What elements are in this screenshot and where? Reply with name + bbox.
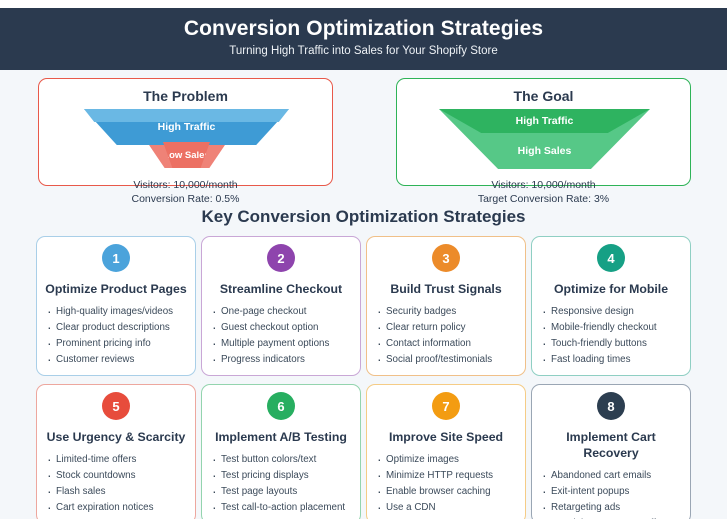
problem-funnel-cap [84,109,289,122]
strategy-bullet-item: Abandoned cart emails [540,467,682,484]
strategy-title: Optimize for Mobile [553,282,669,296]
strategy-bullet-item: Clear return policy [375,319,517,336]
goal-high-sales-label: High Sales [517,145,572,157]
strategy-bullet-item: Multiple payment options [210,335,352,352]
strategy-number-badge: 3 [432,244,460,272]
section-heading: Key Conversion Optimization Strategies [201,207,526,226]
goal-conversion-stat: Target Conversion Rate: 3% [477,193,610,205]
strategy-bullet-list: High-quality images/videosClear product … [45,303,187,368]
funnel-comparison: The Problem High Traffic Low Sales Visit… [0,78,727,208]
strategy-number-badge: 8 [597,392,625,420]
strategy-bullet-item: Test button colors/text [210,451,352,468]
goal-funnel-panel: The Goal High Traffic High Sales [396,78,691,186]
strategy-title: Optimize Product Pages [45,282,187,296]
strategy-bullet-item: Mobile-friendly checkout [540,319,682,336]
strategy-bullet-item: Prominent pricing info [45,335,187,352]
goal-funnel-graphic: High Traffic High Sales [397,107,690,175]
problem-panel-title: The Problem [143,88,228,104]
page-title: Conversion Optimization Strategies [183,17,544,40]
strategy-bullet-list: Test button colors/textTest pricing disp… [210,451,352,516]
header-banner: Conversion Optimization Strategies Turni… [0,8,727,70]
problem-funnel-stats: Visitors: 10,000/month Conversion Rate: … [38,178,333,206]
strategy-bullet-item: Use a CDN [375,499,517,516]
strategy-bullet-item: Optimize images [375,451,517,468]
strategy-bullet-item: Security badges [375,303,517,320]
strategy-bullet-item: Clear product descriptions [45,319,187,336]
strategy-bullet-item: Flash sales [45,483,187,500]
problem-conversion-stat: Conversion Rate: 0.5% [131,193,240,205]
strategy-bullet-item: Stock countdowns [45,467,187,484]
strategy-bullet-item: Test pricing displays [210,467,352,484]
problem-funnel-panel: The Problem High Traffic Low Sales [38,78,333,186]
strategy-bullet-item: Guest checkout option [210,319,352,336]
strategy-number-badge: 2 [267,244,295,272]
strategy-number-badge: 5 [102,392,130,420]
strategy-bullet-item: Cart expiration notices [45,499,187,516]
goal-panel-title: The Goal [513,88,574,104]
strategy-bullet-list: Security badgesClear return policyContac… [375,303,517,368]
strategy-title: Build Trust Signals [390,282,502,296]
strategy-bullet-list: Optimize imagesMinimize HTTP requestsEna… [375,451,517,516]
strategy-bullet-list: Responsive designMobile-friendly checkou… [540,303,682,368]
strategy-title: Use Urgency & Scarcity [46,430,186,444]
goal-high-traffic-label: High Traffic [515,115,574,127]
strategy-title: Implement Cart Recovery [566,430,656,460]
strategy-bullet-item: Retargeting ads [540,499,682,516]
strategy-number-badge: 4 [597,244,625,272]
goal-funnel-stats: Visitors: 10,000/month Target Conversion… [396,178,691,206]
strategy-bullet-list: Abandoned cart emailsExit-intent popupsR… [540,467,682,519]
strategy-bullet-item: Exit-intent popups [540,483,682,500]
strategy-bullet-item: Social proof/testimonials [375,351,517,368]
problem-funnel-graphic: High Traffic Low Sales [39,107,332,175]
strategy-bullet-item: Responsive design [540,303,682,320]
strategy-bullet-item: Limited-time offers [45,451,187,468]
strategy-bullet-item: High-quality images/videos [45,303,187,320]
strategy-bullet-list: One-page checkoutGuest checkout optionMu… [210,303,352,368]
strategy-bullet-item: Enable browser caching [375,483,517,500]
strategy-bullet-item: Progress indicators [210,351,352,368]
strategy-bullet-item: Test call-to-action placement [210,499,352,516]
strategy-number-badge: 1 [102,244,130,272]
strategy-bullet-list: Limited-time offersStock countdownsFlash… [45,451,187,516]
strategy-bullet-item: Touch-friendly buttons [540,335,682,352]
strategy-title: Implement A/B Testing [215,430,347,444]
strategy-title: Improve Site Speed [388,430,504,444]
goal-visitors-stat: Visitors: 10,000/month [491,179,596,191]
infographic-canvas: Conversion Optimization Strategies Turni… [0,8,727,519]
strategy-bullet-item: One-page checkout [210,303,352,320]
strategy-bullet-item: Minimize HTTP requests [375,467,517,484]
strategy-title: Streamline Checkout [219,282,343,296]
strategy-bullet-item: Customer reviews [45,351,187,368]
strategy-bullet-item: Contact information [375,335,517,352]
strategy-bullet-item: Fast loading times [540,351,682,368]
problem-visitors-stat: Visitors: 10,000/month [133,179,238,191]
page-subtitle: Turning High Traffic into Sales for Your… [229,45,498,57]
strategy-bullet-item: Special cart recovery offers [540,515,682,519]
strategy-number-badge: 7 [432,392,460,420]
strategy-bullet-item: Test page layouts [210,483,352,500]
strategy-number-badge: 6 [267,392,295,420]
